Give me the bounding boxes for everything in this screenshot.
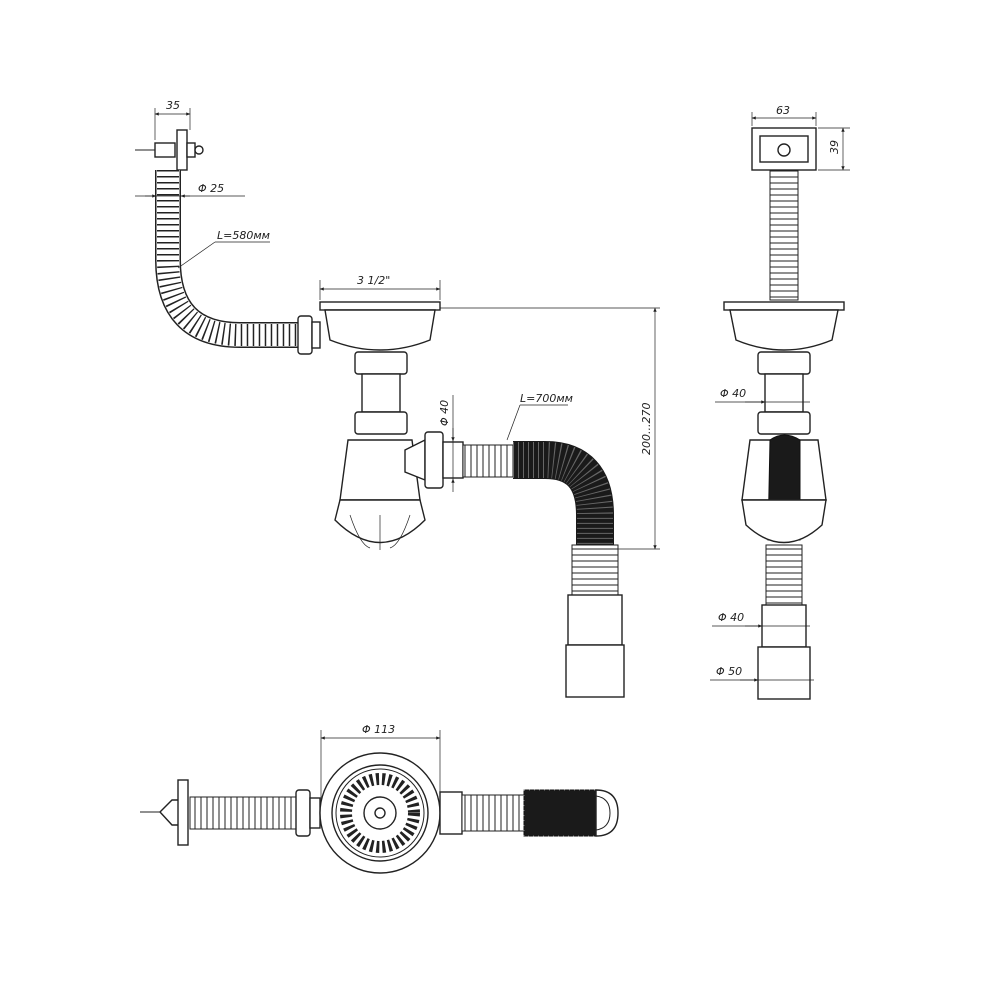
overflow-nut bbox=[297, 315, 313, 355]
strainer-bowl bbox=[324, 309, 436, 351]
plan-strainer-slots bbox=[340, 773, 420, 853]
outlet-nut bbox=[424, 431, 444, 489]
plan-drain-hose bbox=[461, 794, 525, 832]
plan-outlet-stub bbox=[439, 791, 463, 835]
dim-side-end-diameter: Φ 50 bbox=[710, 665, 814, 682]
dim-top-flange-width: 63 bbox=[751, 104, 817, 126]
dim-label-d113: Φ 113 bbox=[362, 723, 395, 736]
side-elevation: 63 39 Φ 40 Φ 40 bbox=[710, 104, 850, 700]
plan-view: Φ 113 bbox=[140, 723, 619, 874]
dim-side-lower-diameter: Φ 40 bbox=[712, 611, 810, 628]
overflow-fitting bbox=[135, 129, 204, 171]
dim-outlet-size: 3 1/2" bbox=[319, 274, 441, 300]
dim-trap-outlet-diameter: Φ 40 bbox=[438, 395, 455, 492]
dim-side-upper-diameter: Φ 40 bbox=[715, 387, 810, 404]
side-upper-nut bbox=[757, 351, 811, 375]
dim-label-height: 200...270 bbox=[640, 403, 653, 455]
overflow-hose bbox=[155, 170, 300, 348]
dim-label-35: 35 bbox=[166, 99, 180, 112]
side-overflow-hose bbox=[769, 169, 799, 301]
dim-label-side-d40-upper: Φ 40 bbox=[720, 387, 746, 400]
upper-nut bbox=[354, 351, 408, 375]
dim-label-39: 39 bbox=[828, 140, 841, 154]
dim-label-d25: Φ 25 bbox=[198, 182, 224, 195]
side-bowl bbox=[729, 309, 839, 351]
side-sink-flange bbox=[723, 301, 845, 311]
front-elevation: 35 Φ 25 L=580мм 3 1/2" bbox=[135, 99, 660, 698]
sink-flange bbox=[319, 301, 441, 311]
dim-label-d40: Φ 40 bbox=[438, 400, 451, 426]
overflow-spigot bbox=[311, 321, 321, 349]
dim-label-63: 63 bbox=[776, 104, 790, 117]
dim-label-l580: L=580мм bbox=[217, 229, 270, 242]
dim-height: 200...270 bbox=[440, 307, 660, 550]
plan-center-screw bbox=[374, 807, 386, 819]
dim-label-side-d50: Φ 50 bbox=[716, 665, 742, 678]
connecting-pipe bbox=[361, 373, 401, 413]
cup-ribs bbox=[349, 514, 411, 550]
plan-drain-bend bbox=[523, 789, 597, 837]
dim-overflow-width: 35 bbox=[154, 99, 191, 140]
dim-overflow-diameter: Φ 25 bbox=[135, 182, 245, 198]
dim-top-flange-height: 39 bbox=[818, 127, 850, 171]
leader-drain-length: L=700мм bbox=[506, 392, 573, 441]
leader-overflow-length: L=580мм bbox=[177, 229, 270, 269]
plan-overflow-hose bbox=[189, 796, 299, 830]
middle-nut bbox=[354, 411, 408, 435]
plan-overflow-flange bbox=[177, 779, 189, 846]
dim-label-side-d40-lower: Φ 40 bbox=[718, 611, 744, 624]
dim-label-outlet: 3 1/2" bbox=[357, 274, 390, 287]
drain-hose bbox=[462, 441, 625, 698]
dim-label-l700: L=700мм bbox=[520, 392, 573, 405]
